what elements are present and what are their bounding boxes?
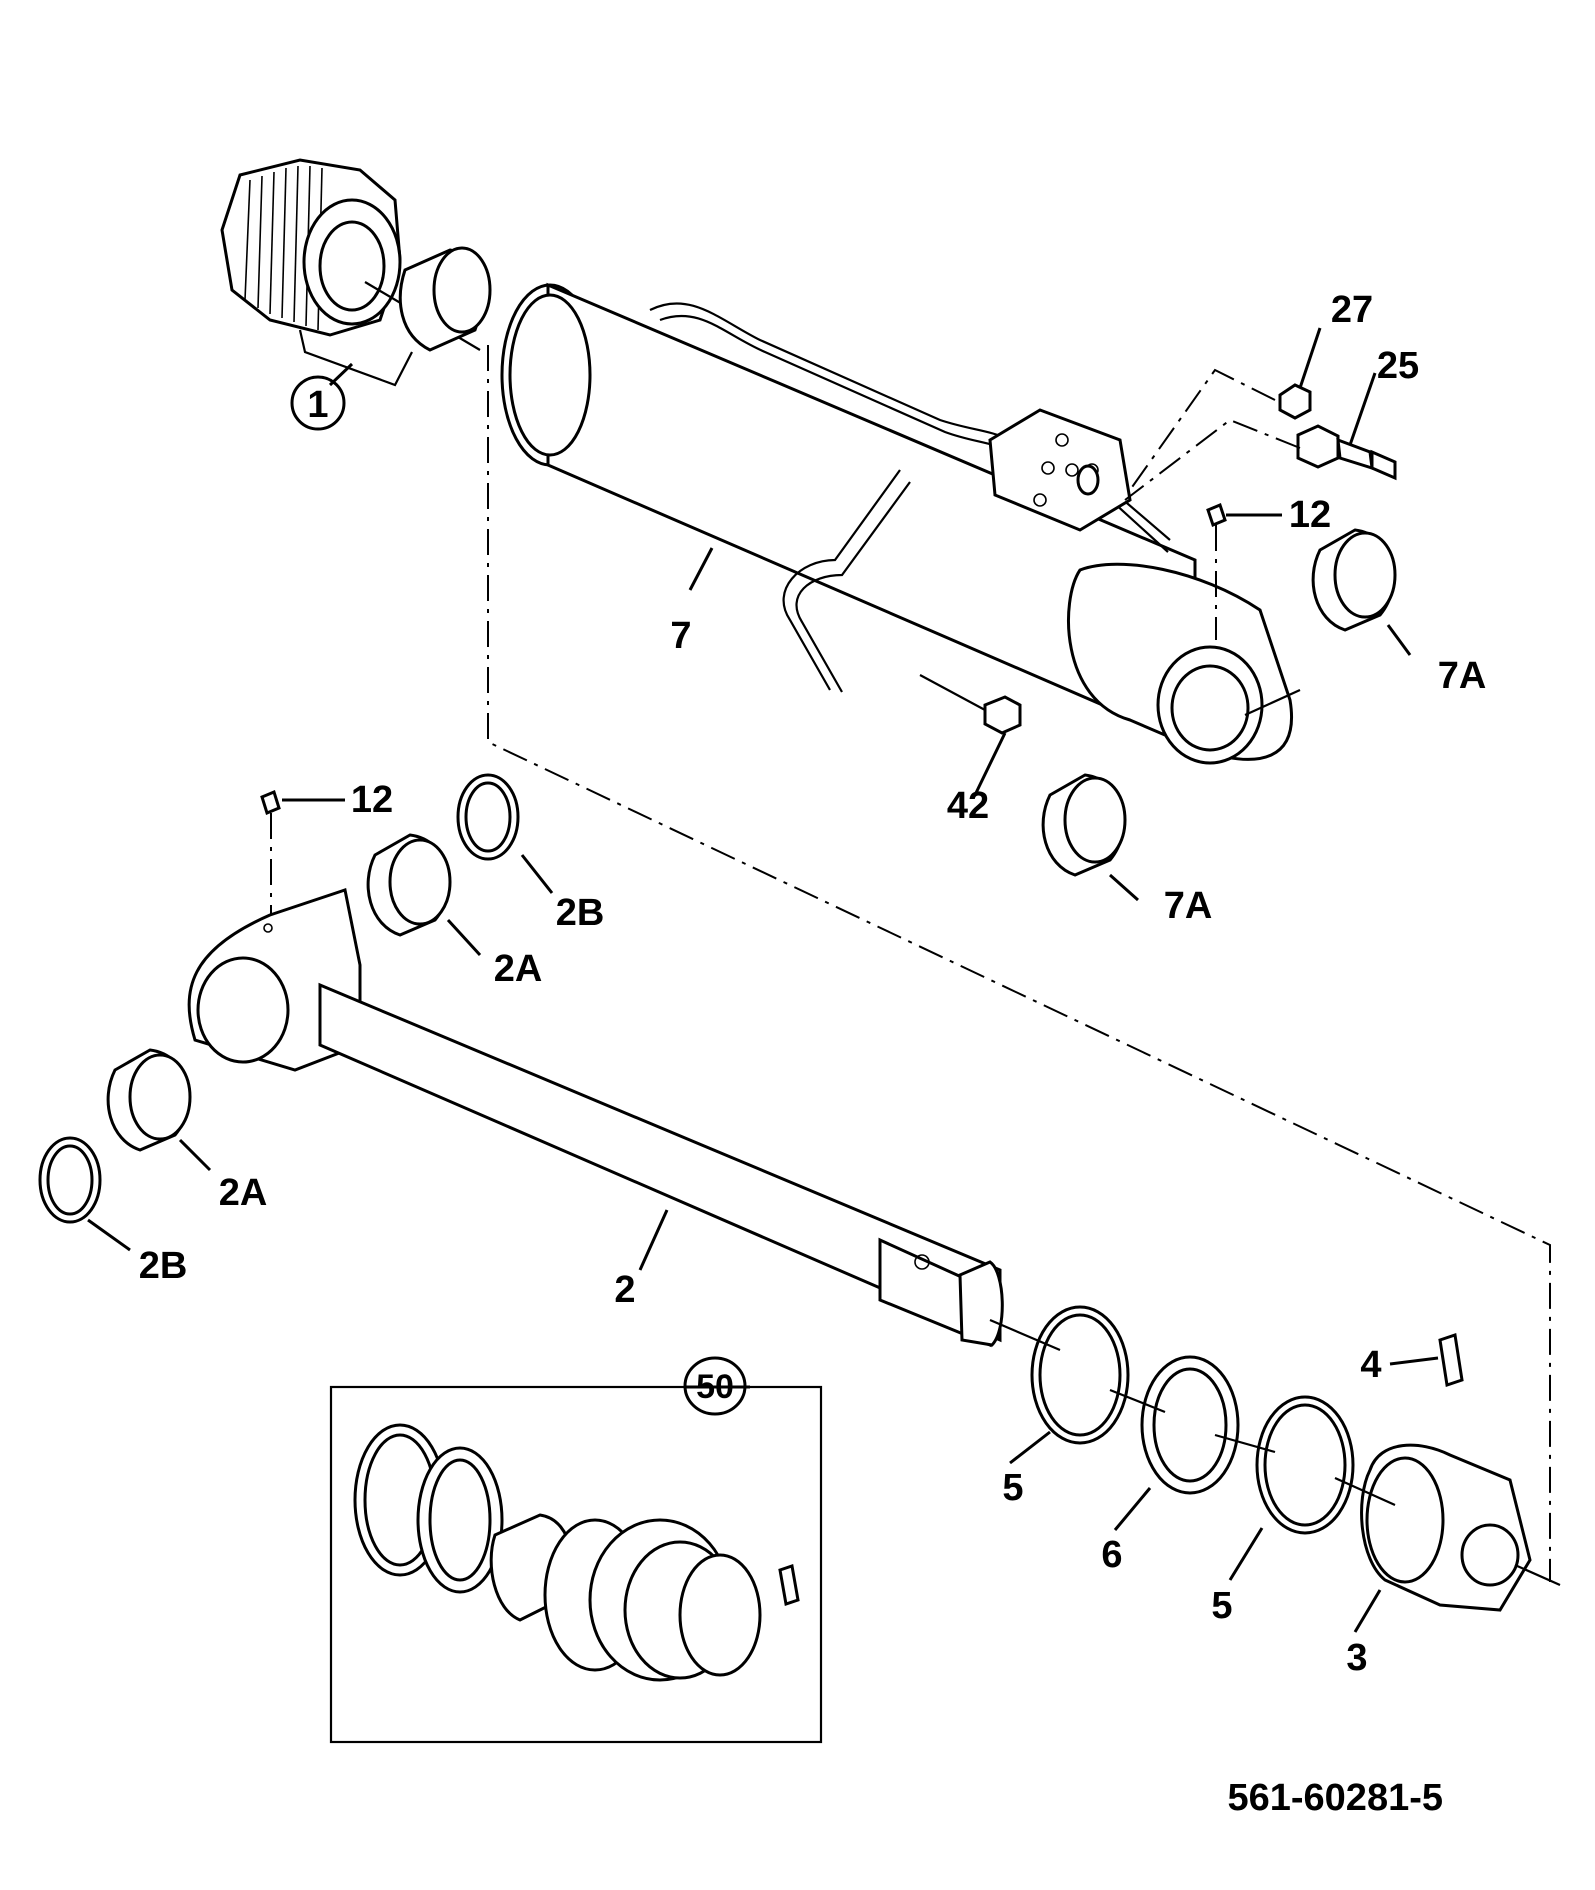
callout-7a-bottom: 7A [1164,885,1213,927]
part-2a-bushing-left [106,1048,192,1152]
callout-7: 7 [670,615,691,657]
callout-1-text: 1 [307,384,328,426]
part-4-pin [1438,1333,1464,1387]
leader-lines [87,327,1439,1633]
part-25-fitting [1124,368,1397,501]
drawing-number: 561-60281-5 [1227,1777,1443,1819]
kit-50-box [329,1385,823,1744]
callout-2a-top: 2A [494,948,543,990]
callout-5-right: 5 [1211,1585,1232,1627]
part-2a-bushing-top [366,833,452,937]
callout-50: 50 [683,1356,747,1416]
part-7a-bushing-bottom [1041,773,1127,877]
rod-axis-line [989,1318,1396,1507]
assembly-centerline [487,345,1551,1582]
callout-2: 2 [614,1269,635,1311]
part-5-seal-left [1030,1305,1130,1445]
part-42-plug [919,674,1022,735]
callout-12-left: 12 [351,779,393,821]
part-27-plug [1278,383,1312,420]
kit-label: 50 [696,1368,734,1406]
part-6-ring [1140,1355,1240,1495]
part-5-seal-right [1255,1395,1355,1535]
callout-7a-top: 7A [1438,655,1487,697]
callout-27: 27 [1331,289,1373,331]
part-12-fitting-top [1206,502,1227,640]
part-3-piston-nut [1360,1443,1561,1612]
callout-4: 4 [1360,1344,1381,1386]
part-2-rod [187,888,1004,1348]
callout-25: 25 [1377,345,1419,387]
part-1-gland [220,158,481,351]
callout-2b-top: 2B [556,892,605,934]
part-2b-ring-left [38,1136,102,1224]
callout-6: 6 [1101,1534,1122,1576]
callout-2a-left: 2A [219,1172,268,1214]
part-2b-ring-top [456,773,520,861]
part-12-fitting-left [260,789,281,930]
part-1-bushing [398,246,492,352]
callout-1: 1 [290,375,346,431]
callout-2b-left: 2B [139,1245,188,1287]
part-7-barrel [500,282,1301,765]
part-7-port-block [988,408,1132,532]
callout-42: 42 [947,785,989,827]
callout-5-left: 5 [1002,1467,1023,1509]
callout-12-top: 12 [1289,494,1331,536]
callout-3: 3 [1346,1637,1367,1679]
part-7a-bushing-top [1311,528,1397,632]
